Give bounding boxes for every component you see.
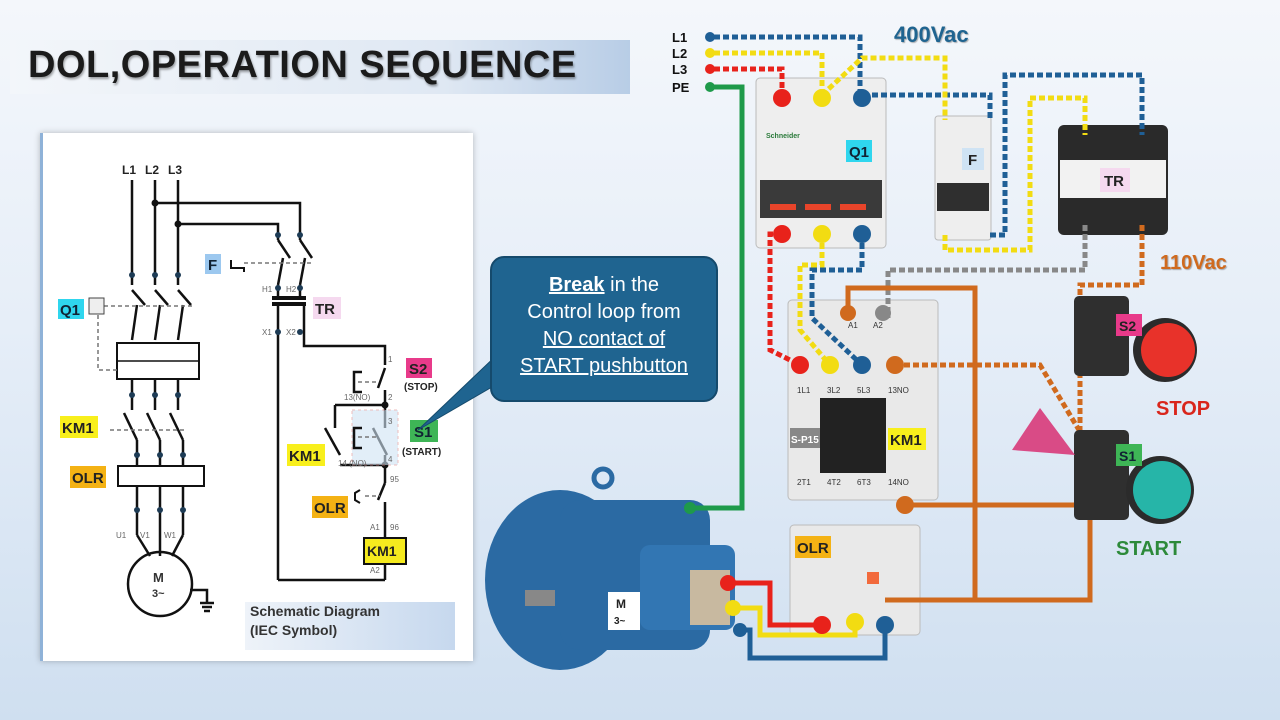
term-s2-2: 2 [388, 393, 393, 402]
sch-km1-coil-label: KM1 [367, 543, 397, 559]
svg-text:1L1: 1L1 [797, 386, 811, 395]
callout-line1: in the [604, 274, 660, 296]
svg-text:4T2: 4T2 [827, 478, 841, 487]
km1-coil-symbol [363, 537, 407, 565]
page-title: DOL,OPERATION SEQUENCE [28, 44, 577, 86]
term-a1: A1 [370, 523, 380, 532]
term-a2: A2 [370, 566, 380, 575]
motor-m-label: M [616, 597, 626, 611]
term-h2: H2 [286, 285, 297, 294]
s2-body [1074, 296, 1129, 376]
km1-label: KM1 [890, 432, 922, 449]
tap-l2 [155, 201, 302, 240]
schematic-card [40, 133, 473, 661]
schematic-caption: Schematic Diagram (IEC Symbol) [245, 602, 455, 650]
sch-tr-label: TR [315, 301, 335, 318]
sch-km1-aux-label: KM1 [289, 448, 321, 465]
voltage-400: 400Vac [894, 22, 969, 47]
term-s1-3: 3 [388, 417, 393, 426]
svg-text:13NO: 13NO [888, 386, 909, 395]
term-u1: U1 [116, 531, 127, 540]
sch-l3: L3 [168, 163, 182, 177]
pointer-arrow-icon [1012, 408, 1075, 455]
wire-l2-supply [714, 50, 825, 95]
svg-text:3L2: 3L2 [827, 386, 841, 395]
sch-km1-label: KM1 [62, 420, 94, 437]
s1-body [1074, 430, 1129, 520]
term-x1: X1 [262, 328, 272, 337]
term-95: 95 [390, 475, 399, 484]
svg-text:14NO: 14NO [888, 478, 909, 487]
start-button [1133, 461, 1191, 519]
sch-olr-label: OLR [72, 470, 104, 487]
sch-s2-label: S2 [409, 361, 427, 378]
svg-text:A1: A1 [848, 321, 858, 330]
motor-symbol [126, 550, 194, 618]
sch-s1-label: S1 [414, 424, 432, 441]
wire-l3-supply [714, 66, 785, 95]
caption-line1: Schematic Diagram [250, 603, 380, 619]
q1-label: Q1 [849, 144, 869, 161]
sch-s1-desc: (START) [402, 447, 441, 458]
svg-text:A2: A2 [873, 321, 883, 330]
svg-text:5L3: 5L3 [857, 386, 871, 395]
term-x2: X2 [286, 328, 296, 337]
stop-label: STOP [1156, 398, 1211, 420]
svg-text:6T3: 6T3 [857, 478, 871, 487]
term-s1-4: 4 [388, 455, 393, 464]
term-h1: H1 [262, 285, 273, 294]
olr-label: OLR [797, 540, 829, 557]
sch-l2: L2 [145, 163, 159, 177]
motor-phase-label: 3~ [614, 616, 626, 627]
sch-q1-label: Q1 [60, 302, 80, 319]
s2-label: S2 [1119, 318, 1136, 334]
term-s2-1: 1 [388, 355, 393, 364]
f-label: F [968, 152, 977, 169]
wiring-l2: L2 [672, 46, 688, 61]
callout-bold: Break [548, 274, 605, 296]
caption-line2: (IEC Symbol) [250, 622, 338, 638]
sch-f-label: F [208, 257, 217, 274]
q1-box [88, 297, 105, 315]
svg-text:2T1: 2T1 [797, 478, 811, 487]
s1-label: S1 [1119, 448, 1136, 464]
sch-olr-aux-label: OLR [314, 500, 346, 517]
title-band [10, 40, 630, 94]
voltage-110: 110Vac [1160, 252, 1227, 274]
wiring-pe: PE [672, 80, 690, 95]
start-label: START [1116, 538, 1182, 560]
term-13no: 13(NO) [344, 393, 371, 402]
callout-line3: NO contact of [542, 328, 666, 350]
sch-motor-phase: 3~ [152, 588, 165, 600]
callout-line2: Control loop from [527, 301, 681, 323]
term-w1: W1 [164, 531, 177, 540]
f-breaker [934, 115, 992, 241]
wiring-l1: L1 [672, 30, 688, 45]
sch-s2-desc: (STOP) [404, 382, 438, 393]
tr-label: TR [1104, 173, 1124, 190]
term-14no: 14 (NO) [338, 459, 367, 468]
sch-l1: L1 [122, 163, 136, 177]
term-v1: V1 [140, 531, 150, 540]
sch-motor-m: M [153, 570, 164, 585]
term-96: 96 [390, 523, 399, 532]
callout-bubble: Break in the Control loop from NO contac… [490, 256, 718, 402]
wiring-l3: L3 [672, 62, 688, 77]
callout-line4: START pushbutton [520, 355, 688, 377]
km1-model: S-P15 [791, 435, 819, 446]
stop-button [1141, 323, 1195, 377]
wire-pe [690, 84, 745, 511]
q1-brand: Schneider [766, 133, 800, 140]
